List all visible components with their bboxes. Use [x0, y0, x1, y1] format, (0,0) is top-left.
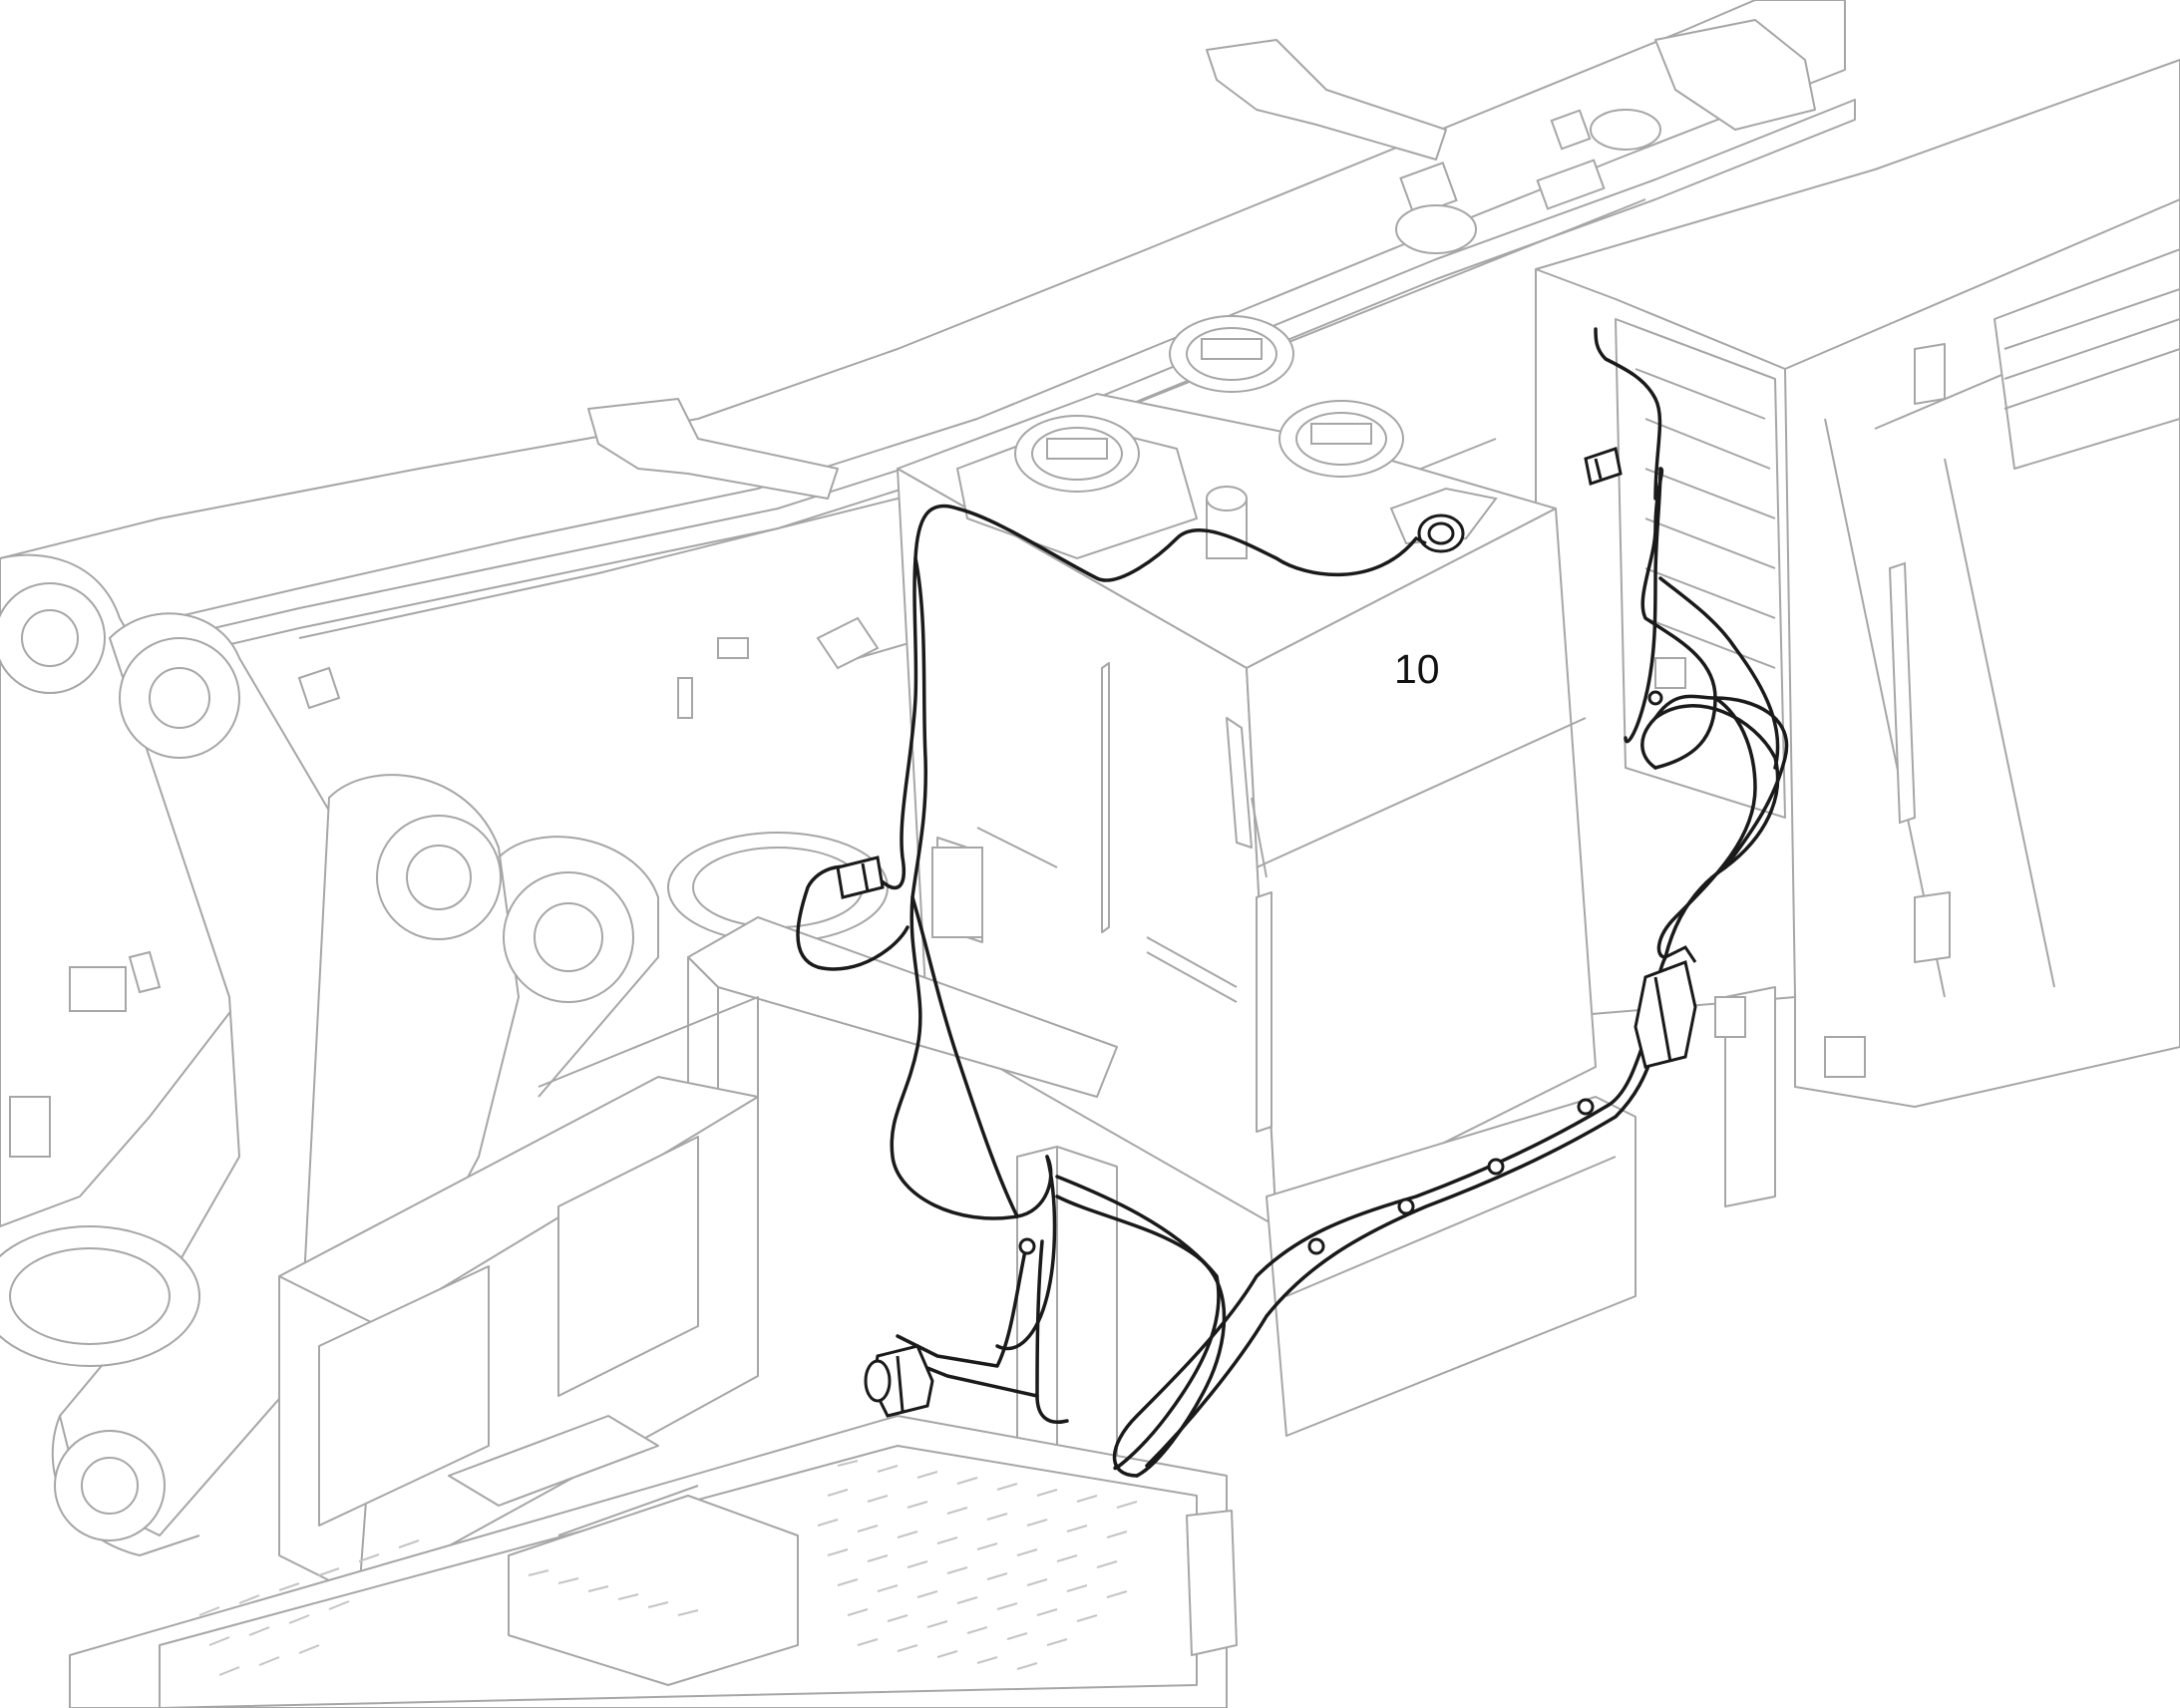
chassis-frame — [0, 0, 2180, 1207]
lift-arms — [0, 553, 889, 1556]
tank-caps — [955, 315, 1498, 560]
fastener-details — [9, 109, 1917, 1158]
callout-label: 10 — [1394, 646, 1440, 692]
tread-plate-pattern — [198, 1460, 1138, 1676]
base-platform — [69, 1415, 1238, 1708]
harness-connectors — [836, 447, 1697, 1418]
